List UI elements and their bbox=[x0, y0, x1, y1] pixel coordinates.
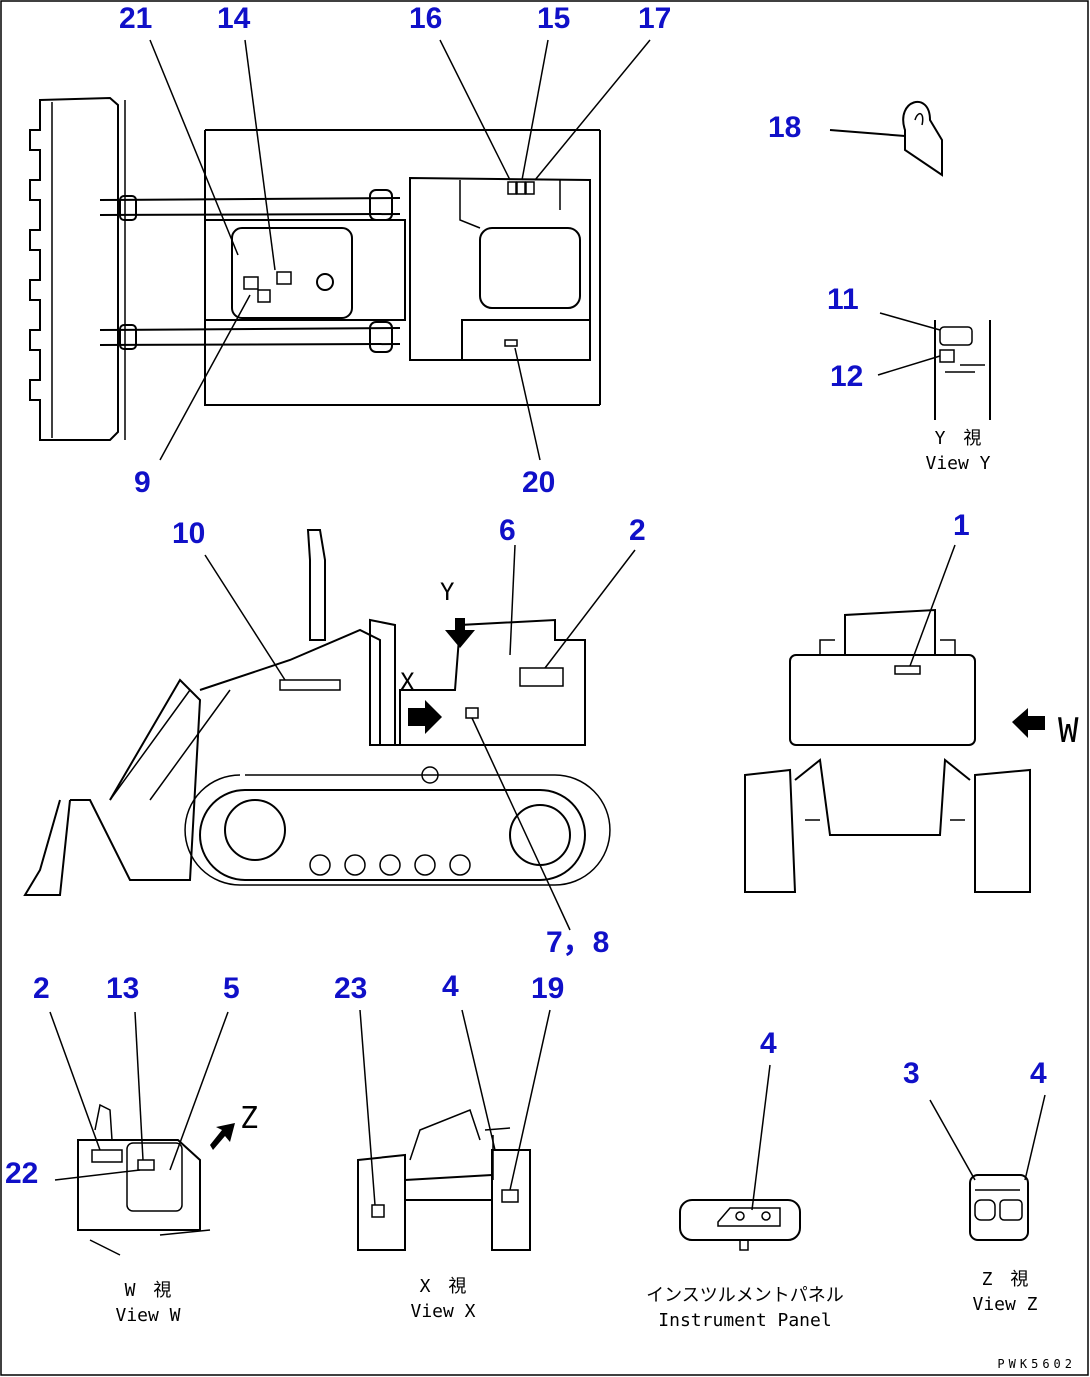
arrow-w-icon bbox=[1012, 708, 1045, 738]
view-y-drawing bbox=[877, 312, 991, 420]
callout-21: 21 bbox=[119, 2, 152, 35]
caption-view-z: View Z bbox=[972, 1294, 1037, 1315]
decal-14 bbox=[276, 271, 292, 285]
view-w-drawing bbox=[49, 1011, 235, 1256]
decal-15 bbox=[516, 181, 526, 195]
top-view-drawing bbox=[29, 39, 651, 461]
decal-4-z bbox=[999, 1199, 1023, 1221]
decal-17 bbox=[525, 181, 535, 195]
caption-view-y-jp: Y 視 bbox=[935, 428, 982, 449]
decal-2-w bbox=[91, 1149, 123, 1163]
callout-13: 13 bbox=[106, 972, 139, 1005]
arrow-z-icon bbox=[210, 1123, 235, 1150]
front-view-drawing bbox=[744, 544, 1045, 893]
arrow-letter-w: W bbox=[1058, 711, 1079, 751]
callout-5: 5 bbox=[223, 972, 240, 1005]
callout-20: 20 bbox=[522, 466, 555, 499]
decal-21 bbox=[243, 276, 259, 290]
arrow-x-icon bbox=[408, 700, 442, 734]
side-view-drawing bbox=[23, 529, 636, 931]
decal-7-8-side bbox=[465, 707, 479, 719]
arrow-letter-z: Z bbox=[240, 1101, 258, 1136]
callout-labels: 21 14 16 15 17 18 9 20 11 12 10 6 2 1 7，… bbox=[5, 2, 1047, 1190]
caption-view-z-jp: Z 視 bbox=[982, 1269, 1029, 1290]
callout-17: 17 bbox=[638, 2, 671, 35]
decal-5-w bbox=[126, 1142, 183, 1212]
arrow-y-icon bbox=[445, 618, 475, 648]
decal-4-panel bbox=[717, 1207, 781, 1227]
callout-18: 18 bbox=[768, 111, 801, 144]
view-captions: Y 視 View Y W 視 View W X 視 View X インスツルメン… bbox=[115, 428, 1076, 1371]
decal-19-x bbox=[501, 1189, 519, 1203]
view-z-drawing bbox=[929, 1094, 1046, 1241]
arrow-letter-y: Y bbox=[440, 578, 455, 606]
callout-10: 10 bbox=[172, 517, 205, 550]
decal-12 bbox=[939, 349, 955, 363]
view-x-drawing bbox=[357, 1009, 551, 1251]
instrument-panel-drawing bbox=[679, 1064, 801, 1251]
caption-view-x-jp: X 視 bbox=[420, 1276, 467, 1297]
callout-1: 1 bbox=[953, 509, 970, 542]
caption-view-x: View X bbox=[410, 1301, 475, 1322]
callout-4-x: 4 bbox=[442, 970, 459, 1003]
callout-6: 6 bbox=[499, 514, 516, 547]
decal-16 bbox=[507, 181, 517, 195]
callout-2-w: 2 bbox=[33, 972, 50, 1005]
callout-14: 14 bbox=[217, 2, 251, 35]
decal-1 bbox=[894, 665, 921, 675]
caption-panel-jp: インスツルメントパネル bbox=[646, 1285, 844, 1306]
callout-16: 16 bbox=[409, 2, 442, 35]
callout-11: 11 bbox=[827, 283, 859, 316]
caption-panel: Instrument Panel bbox=[658, 1310, 831, 1331]
caption-view-w-jp: W 視 bbox=[125, 1280, 172, 1301]
callout-9: 9 bbox=[134, 466, 151, 499]
arrow-letter-x: X bbox=[400, 668, 415, 696]
decal-20 bbox=[504, 339, 518, 347]
decal-3-z bbox=[974, 1199, 996, 1221]
decal-10-side bbox=[279, 679, 341, 691]
callout-4-panel: 4 bbox=[760, 1027, 777, 1060]
callout-2-side: 2 bbox=[629, 514, 646, 547]
callout-4-z: 4 bbox=[1030, 1057, 1047, 1090]
decal-11 bbox=[939, 326, 973, 346]
callout-23: 23 bbox=[334, 972, 367, 1005]
caption-view-w: View W bbox=[115, 1305, 180, 1326]
decal-13-w bbox=[137, 1159, 155, 1171]
callout-7-8: 7，8 bbox=[546, 926, 609, 959]
drawing-number: PWK5602 bbox=[997, 1357, 1076, 1371]
decal-9 bbox=[257, 289, 271, 303]
decal-18-drawing bbox=[829, 100, 943, 177]
callout-22: 22 bbox=[5, 1157, 38, 1190]
callout-12: 12 bbox=[830, 360, 863, 393]
view-arrow-letters: Y X W Z bbox=[240, 578, 1079, 1136]
callout-3: 3 bbox=[903, 1057, 920, 1090]
decal-2-side bbox=[519, 667, 564, 687]
decal-23-x bbox=[371, 1204, 385, 1218]
callout-19: 19 bbox=[531, 972, 564, 1005]
caption-view-y: View Y bbox=[925, 453, 990, 474]
callout-15: 15 bbox=[537, 2, 570, 35]
